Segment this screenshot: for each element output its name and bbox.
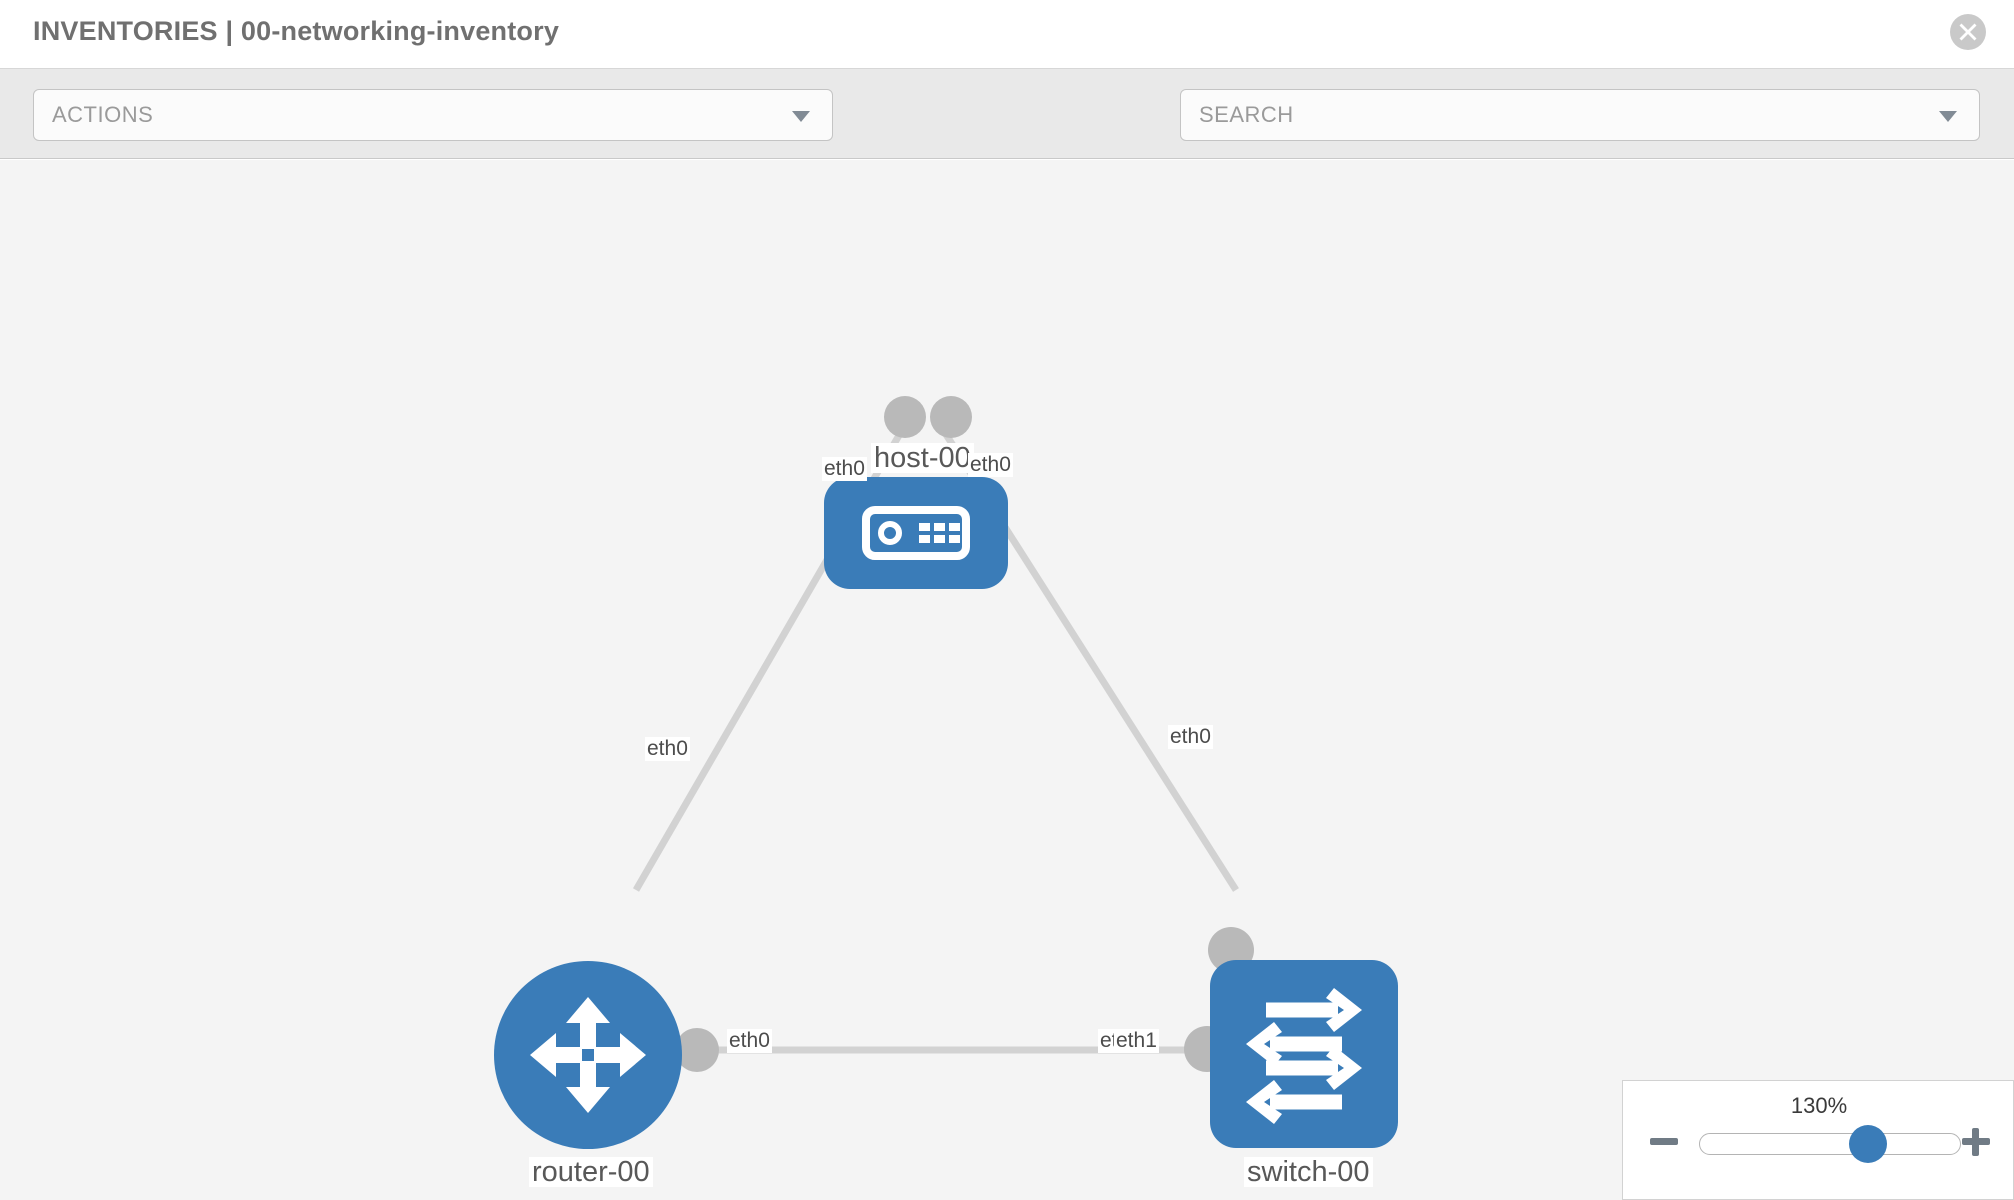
minus-icon[interactable] (1647, 1125, 1681, 1159)
zoom-control-panel: 130% (1622, 1080, 2014, 1200)
node-router-00[interactable] (494, 961, 682, 1149)
node-host-00[interactable] (824, 477, 1008, 589)
topology-canvas[interactable]: eth0 host-00 eth0 eth0 eth0 (0, 160, 2014, 1200)
connector-host-left (884, 396, 926, 438)
edge-label-host-left: eth0 (822, 457, 867, 482)
edge-label-router-upper: eth0 (645, 737, 690, 762)
close-icon[interactable] (1950, 14, 1986, 50)
page-header: INVENTORIES | 00-networking-inventory (0, 0, 2014, 69)
toolbar: ACTIONS SEARCH (0, 69, 2014, 200)
plus-icon[interactable] (1959, 1125, 1993, 1159)
connector-host-right (930, 396, 972, 438)
node-switch-00[interactable] (1210, 960, 1398, 1148)
search-placeholder: SEARCH (1199, 102, 1294, 127)
chevron-down-icon (1939, 111, 1957, 122)
edge-label-router-right: eth0 (727, 1029, 772, 1054)
node-label-host-00: host-00 (871, 443, 974, 473)
switch-arrows-icon (1246, 988, 1362, 1124)
search-input[interactable]: SEARCH (1180, 89, 1980, 141)
actions-dropdown-label: ACTIONS (52, 102, 154, 127)
zoom-slider-thumb[interactable] (1849, 1125, 1887, 1163)
topology-links (632, 423, 1239, 1054)
node-label-switch-00: switch-00 (1244, 1157, 1373, 1187)
node-label-router-00: router-00 (529, 1157, 653, 1187)
edge-label-switch-upper: eth0 (1168, 725, 1213, 750)
connector-router-right (675, 1028, 719, 1072)
chevron-down-icon (792, 111, 810, 122)
router-arrows-icon (530, 997, 646, 1113)
zoom-slider[interactable] (1699, 1133, 1961, 1155)
edge-label-switch-left-b: eth1 (1114, 1029, 1159, 1054)
edge-label-host-right: eth0 (968, 453, 1013, 478)
page-title: INVENTORIES | 00-networking-inventory (33, 16, 560, 46)
server-icon (862, 506, 970, 560)
actions-dropdown[interactable]: ACTIONS (33, 89, 833, 141)
zoom-level-label: 130% (1790, 1093, 1848, 1118)
